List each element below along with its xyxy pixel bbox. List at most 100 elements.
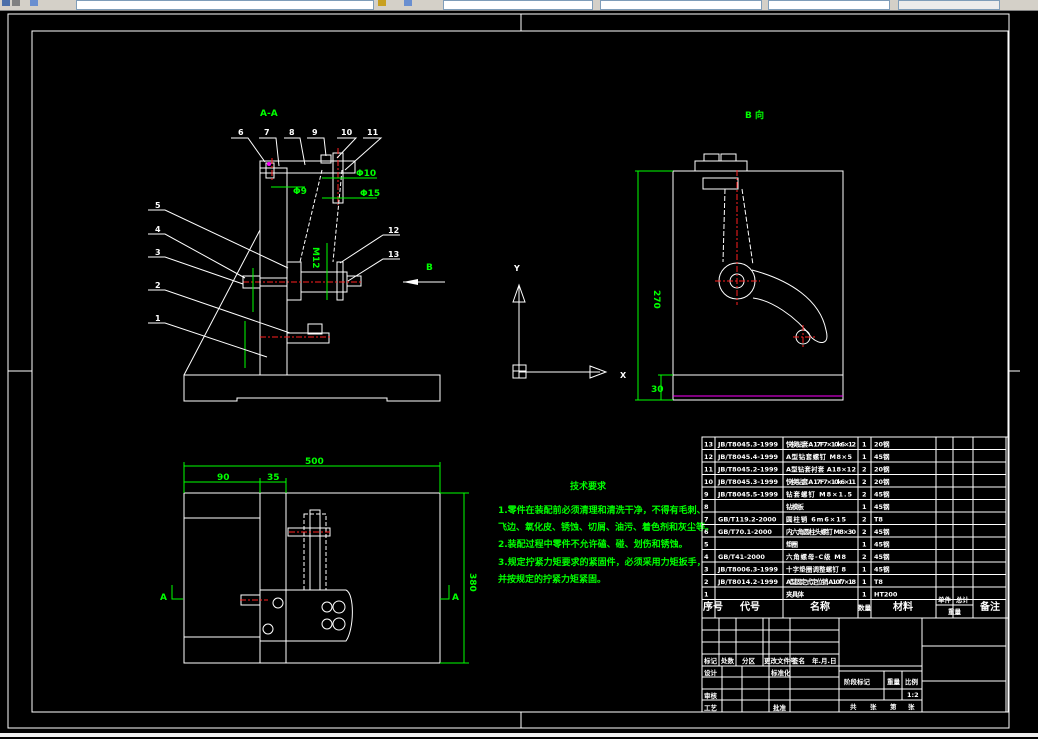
bom-seq: 13: [704, 441, 713, 449]
bracket-12: [336, 261, 344, 301]
bom-seq: 1: [704, 591, 709, 599]
tb-weight: 重量: [887, 677, 901, 686]
pin-2: [286, 332, 330, 344]
section-view-a-a: A-A: [148, 109, 445, 402]
bom-qty: 2: [862, 553, 867, 561]
bom-code: GB/T41-2000: [718, 553, 765, 561]
ucs-x-label: X: [620, 371, 627, 380]
bom-material: 45钢: [874, 565, 890, 574]
bom-name: 钻套螺钉 M8×1.5: [786, 490, 852, 499]
bom-material: 20钢: [874, 440, 890, 449]
bom-name: A型钻套衬套 A18×12: [786, 465, 856, 474]
bom-qty: 2: [862, 528, 867, 536]
bom-name: 夹具体: [786, 590, 805, 599]
tb-zone: 分区: [742, 656, 756, 665]
bom-code: JB/T8014.2-1999: [717, 578, 779, 586]
dim-phi9: Φ9: [293, 187, 307, 197]
tb-mark: 标记: [703, 656, 718, 665]
lineweight-control-dropdown[interactable]: [768, 0, 890, 10]
save-icon[interactable]: [2, 0, 10, 6]
tech-req-line: 并按规定的拧紧力矩紧固。: [498, 573, 606, 585]
drawing-canvas[interactable]: A-A: [0, 11, 1020, 735]
bom-name: 内六角圆柱头螺钉 M8×30: [786, 527, 856, 536]
bom-header-qty: 数量: [858, 603, 872, 612]
tb-stage-mark: 阶段标记: [844, 677, 871, 686]
bom-material: 45钢: [874, 490, 890, 499]
tb-sheet-number: 第: [890, 702, 897, 711]
bom-material: 20钢: [874, 465, 890, 474]
dimension-group: Φ10 Φ15 Φ9 M12: [244, 169, 380, 368]
bom-seq: 2: [704, 578, 709, 586]
bom-material: 45钢: [874, 552, 890, 561]
tech-requirements: 技术要求 1.零件在装配前必须清理和清洗干净，不得有毛刺、 飞边、氧化皮、锈蚀、…: [498, 480, 714, 585]
screw-9: [320, 154, 332, 164]
bom-seq: 7: [704, 516, 709, 524]
linetype-control-dropdown[interactable]: [600, 0, 762, 10]
tech-req-line: 2.装配过程中零件不允许磕、碰、划伤和锈蚀。: [498, 538, 688, 550]
workpiece-edge-left: [183, 229, 261, 376]
layer-dropdown[interactable]: [76, 0, 374, 10]
dim-270: 270: [651, 290, 661, 309]
callout-8: 8: [289, 128, 295, 137]
callout-6: 6: [238, 128, 244, 137]
bom-header-seq: 序号: [703, 600, 723, 613]
bom-material: T8: [874, 578, 883, 586]
bom-qty: 1: [862, 541, 867, 549]
layer-state-icon[interactable]: [30, 0, 38, 6]
plot-style-dropdown[interactable]: [898, 0, 1000, 10]
callout-12: 12: [388, 226, 399, 235]
bom-qty: 2: [862, 491, 867, 499]
outer-border: [7, 13, 1010, 729]
tb-design: 设计: [704, 668, 718, 677]
section-marker-right: A: [452, 593, 459, 603]
tb-signature: 签名: [791, 656, 805, 665]
bom-header-code: 代号: [739, 600, 760, 613]
bom-name: 快换钻套 A 17F7×10k6×11: [786, 477, 856, 486]
color-control-dropdown[interactable]: [443, 0, 593, 10]
callouts-right: 12 13: [339, 226, 400, 282]
bom-code: JB/T8045.3-1999: [717, 441, 779, 449]
make-current-icon[interactable]: [404, 0, 412, 6]
base-plate: [183, 374, 441, 402]
bom-material: 45钢: [874, 452, 890, 461]
bom-header-unit-weight: 单件: [938, 595, 952, 604]
tech-req-line: 3.规定拧紧力矩要求的紧固件，必须采用力矩扳手，: [498, 556, 706, 568]
drill-plate: [259, 160, 356, 174]
bom-name: 六角螺母-C级 M8: [786, 552, 846, 561]
tb-approve: 批准: [773, 703, 787, 712]
print-icon[interactable]: [12, 0, 20, 6]
dim-35: 35: [267, 473, 280, 483]
callout-10: 10: [341, 128, 353, 137]
bom-seq: 5: [704, 541, 709, 549]
callout-13: 13: [388, 250, 399, 259]
bom-code: JB/T8045.5-1999: [717, 491, 779, 499]
callout-4: 4: [155, 225, 161, 234]
bom-header-total-weight: 总计: [956, 595, 970, 604]
bom-code: JB/T8045.2-1999: [717, 466, 779, 474]
bom-code: JB/T8006.3-1999: [717, 566, 779, 574]
vertical-scrollbar[interactable]: [1020, 11, 1038, 735]
bom-qty: 1: [862, 453, 867, 461]
bom-header-name: 名称: [810, 600, 830, 613]
callouts-left: 5 4 3 2 1: [148, 201, 291, 358]
nut-13: [346, 275, 362, 287]
callout-9: 9: [312, 128, 318, 137]
layer-previous-icon[interactable]: [378, 0, 386, 6]
tb-scale-value: 1:2: [907, 691, 919, 699]
tech-req-line: 飞边、氧化皮、锈蚀、切屑、油污、着色剂和灰尘等。: [498, 521, 714, 533]
section-marker-left: A: [160, 593, 167, 603]
dim-500: 500: [305, 457, 324, 467]
bom-seq: 11: [704, 466, 714, 474]
callout-2: 2: [155, 281, 161, 290]
bom-name: 钻模板: [786, 502, 805, 511]
tb-review: 审核: [704, 691, 718, 700]
bom-seq: 9: [704, 491, 709, 499]
tb-sheets-unit: 张: [870, 702, 877, 711]
column: [259, 167, 288, 376]
ucs-y-label: Y: [513, 264, 520, 273]
callout-7: 7: [264, 128, 270, 137]
cad-toolbar: [0, 0, 1038, 11]
view-b: B 向 270 30: [635, 109, 844, 401]
tb-scale: 比例: [905, 677, 919, 686]
bom-code: GB/T70.1-2000: [718, 528, 772, 536]
